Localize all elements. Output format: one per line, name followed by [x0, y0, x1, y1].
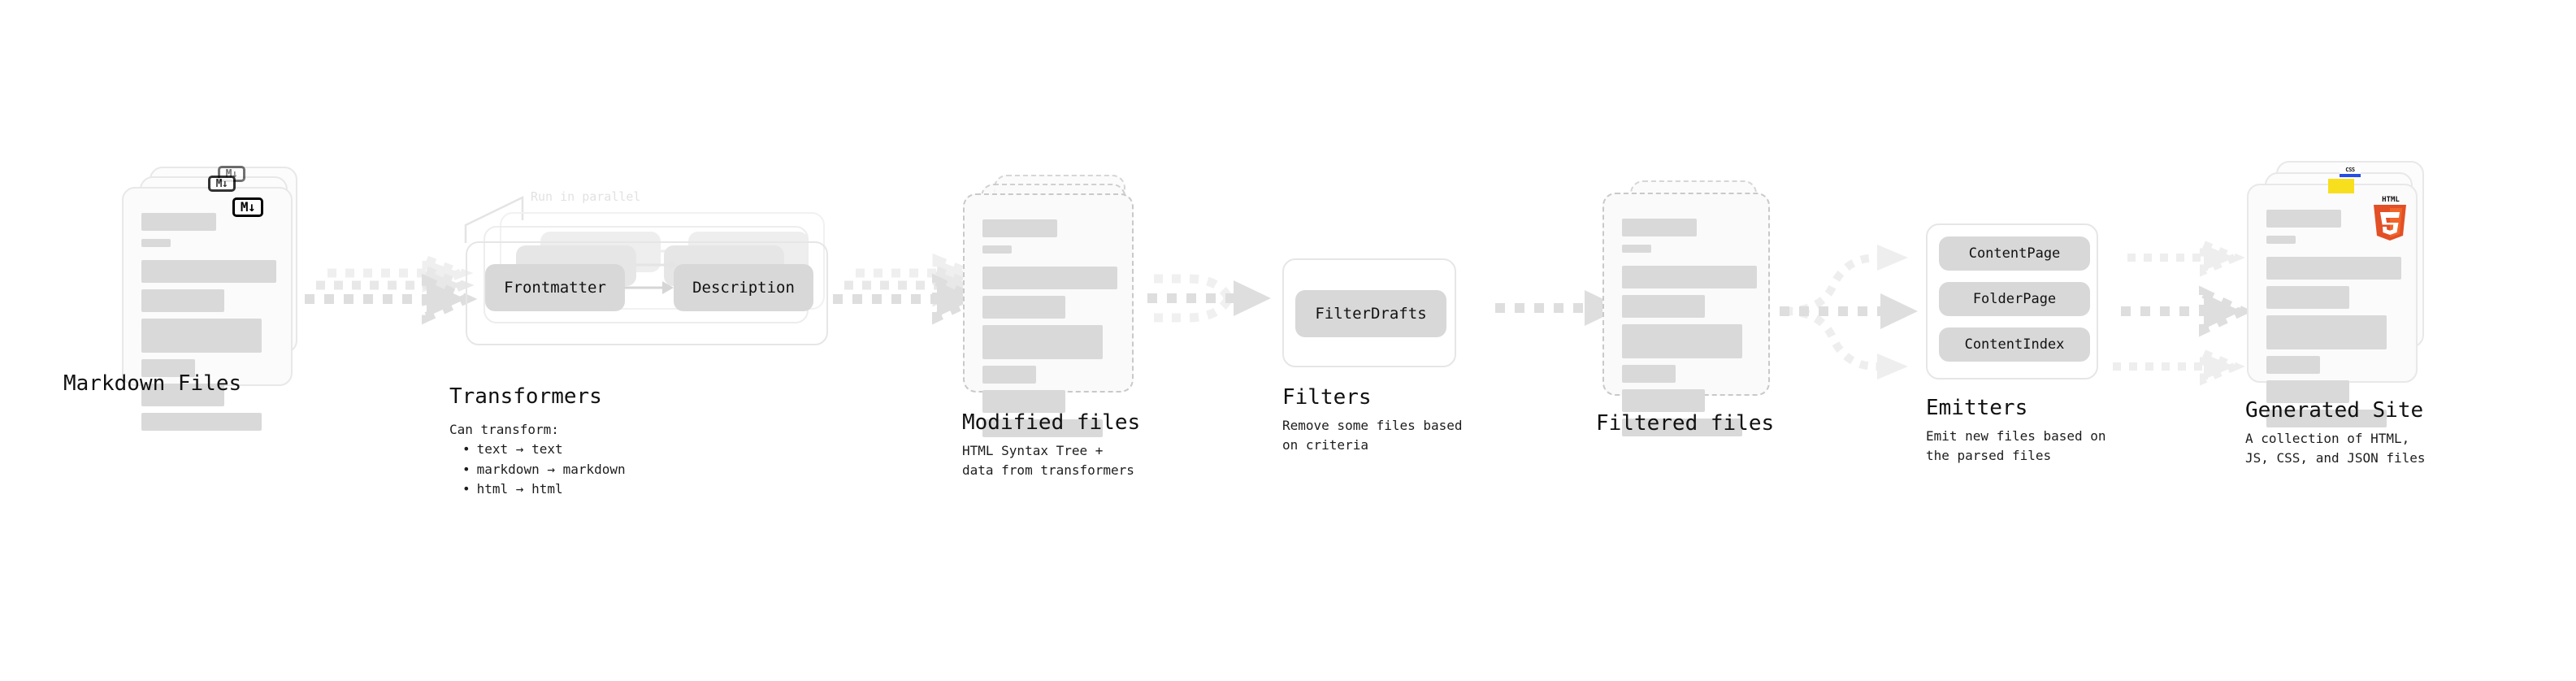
skeleton-bar — [141, 359, 195, 377]
transformer-arrow — [623, 281, 674, 294]
stage-filters: FilterDrafts Filters Remove some files b… — [1282, 258, 1494, 470]
skeleton-bar — [2266, 286, 2349, 309]
skeleton-bar — [141, 239, 171, 247]
stage-markdown-files: M↓ M↓ M↓ Markdown Files — [63, 166, 309, 431]
skeleton-bar — [2266, 210, 2341, 228]
filtered-file-card-front — [1602, 193, 1770, 436]
run-in-parallel-bracket — [464, 196, 524, 243]
transformer-arrow-ghost — [636, 260, 679, 270]
stage-transformers: Run in parallel Frontmatter Description … — [449, 189, 833, 497]
skeleton-bar — [982, 296, 1065, 319]
skeleton-bar — [2266, 410, 2387, 427]
skeleton-bar — [982, 419, 1103, 437]
skeleton-bar — [141, 260, 276, 283]
modified-file-card-front — [963, 193, 1134, 437]
skeleton-bar — [1622, 365, 1676, 383]
skeleton-bar — [2266, 380, 2349, 403]
markdown-file-card-front — [122, 187, 293, 431]
site-file-card-front — [2247, 184, 2418, 427]
css-icon-label: CSS — [2345, 167, 2355, 173]
skeleton-bar — [982, 245, 1012, 254]
css-icon: CSS — [2340, 167, 2361, 177]
list-item: html → html — [462, 479, 626, 499]
skeleton-bar — [982, 325, 1103, 359]
skeleton-bar — [1622, 324, 1742, 358]
transformer-group-front: Frontmatter Description — [466, 241, 828, 345]
skeleton-bar — [141, 213, 216, 231]
arrow-filtered-to-emitters — [1780, 245, 1918, 380]
stage-title-transformers: Transformers — [449, 384, 602, 409]
stage-title-markdown-files: Markdown Files — [63, 371, 242, 396]
emitter-pill-folderpage[interactable]: FolderPage — [1939, 282, 2090, 316]
arrow-emitters-to-site — [2113, 238, 2253, 386]
skeleton-bar — [141, 384, 224, 406]
transformers-capability-list: Can transform: text → text markdown → ma… — [449, 420, 626, 499]
skeleton-bar — [141, 319, 262, 353]
stage-title-filtered-files: Filtered files — [1596, 411, 1775, 436]
skeleton-bar — [2266, 236, 2296, 244]
skeleton-bar — [2266, 315, 2387, 349]
svg-text:HTML: HTML — [2382, 196, 2400, 204]
transformers-list-lead: Can transform: — [449, 422, 559, 437]
skeleton-bar — [141, 289, 224, 312]
js-icon — [2328, 179, 2354, 193]
skeleton-bar — [1622, 245, 1651, 253]
skeleton-bar — [982, 267, 1117, 289]
filters-group: FilterDrafts — [1282, 258, 1456, 367]
stage-subtitle-emitters: Emit new files based on the parsed files — [1926, 428, 2106, 464]
markdown-icon: M↓ — [232, 197, 263, 217]
stage-subtitle-filters: Remove some files based on criteria — [1282, 418, 1463, 453]
skeleton-bar — [982, 390, 1065, 413]
stage-subtitle-generated-site: A collection of HTML, JS, CSS, and JSON … — [2245, 431, 2426, 466]
arrow-modified-to-filters — [1147, 274, 1271, 323]
skeleton-bar — [1622, 389, 1705, 412]
skeleton-bar — [982, 219, 1057, 237]
skeleton-bar — [1622, 219, 1697, 236]
stage-title-generated-site: Generated Site — [2245, 398, 2424, 423]
run-in-parallel-label: Run in parallel — [531, 189, 641, 204]
emitters-group: ContentPage FolderPage ContentIndex — [1926, 223, 2098, 380]
transformer-pill-description[interactable]: Description — [674, 264, 813, 311]
list-item: markdown → markdown — [462, 460, 626, 479]
arrow-markdown-to-transformers — [305, 254, 478, 325]
skeleton-bar — [1622, 266, 1757, 288]
filter-pill-filterdrafts[interactable]: FilterDrafts — [1295, 290, 1446, 337]
html5-icon: HTML — [2374, 196, 2406, 241]
arrow-transformers-to-modified — [833, 253, 986, 325]
skeleton-bar — [2266, 356, 2320, 374]
transformers-list: text → text markdown → markdown html → h… — [449, 440, 626, 499]
stage-generated-site: CSS HTML Generated Site A collection of … — [2245, 161, 2474, 466]
stage-title-emitters: Emitters — [1926, 396, 2028, 420]
stage-filtered-files: Filtered files — [1596, 180, 1789, 436]
list-item: text → text — [462, 440, 626, 459]
css-icon-bar — [2340, 174, 2361, 177]
stage-title-filters: Filters — [1282, 385, 1372, 410]
emitter-pill-contentpage[interactable]: ContentPage — [1939, 236, 2090, 271]
skeleton-bar — [141, 413, 262, 431]
stage-title-modified-files: Modified files — [962, 410, 1141, 435]
stage-modified-files: Modified files HTML Syntax Tree + data f… — [962, 175, 1150, 478]
skeleton-bar — [1622, 419, 1742, 436]
skeleton-bar — [982, 366, 1036, 384]
skeleton-bar — [1622, 295, 1705, 318]
markdown-icon-mid: M↓ — [208, 176, 236, 192]
stage-subtitle-modified-files: HTML Syntax Tree + data from transformer… — [962, 443, 1134, 479]
skeleton-bar — [2266, 257, 2401, 280]
stage-emitters: ContentPage FolderPage ContentIndex Emit… — [1926, 223, 2170, 467]
transformer-pill-frontmatter[interactable]: Frontmatter — [485, 264, 625, 311]
emitter-pill-contentindex[interactable]: ContentIndex — [1939, 327, 2090, 362]
